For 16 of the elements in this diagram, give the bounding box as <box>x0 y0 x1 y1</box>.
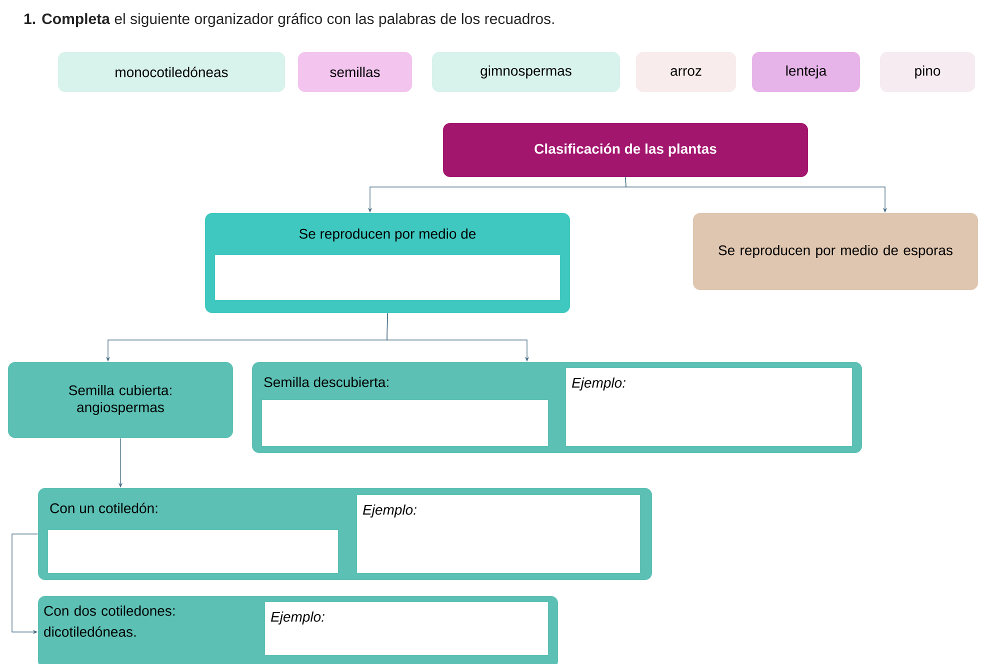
heading: 1. Completa el siguiente organizador gráfico con las palabras de los recuadros. <box>24 12 554 28</box>
example-box: Ejemplo: <box>357 495 640 573</box>
category-box: Semilla cubierta: angiospermas <box>8 362 233 438</box>
answer-box <box>262 400 548 446</box>
word-card: lenteja <box>752 52 860 92</box>
title-box: Clasificación de las plantas <box>443 123 808 177</box>
word-card: monocotiledóneas <box>58 52 285 92</box>
answer-box <box>215 255 560 300</box>
word-card: arroz <box>636 52 736 92</box>
word-card: semillas <box>298 52 412 92</box>
word-card: gimnospermas <box>432 52 620 92</box>
word-card: pino <box>880 52 976 92</box>
answer-box <box>48 530 338 573</box>
category-box: Se reproducen por medio de esporas <box>693 213 978 290</box>
example-box: Ejemplo: <box>566 368 852 446</box>
example-box: Ejemplo: <box>265 602 548 655</box>
